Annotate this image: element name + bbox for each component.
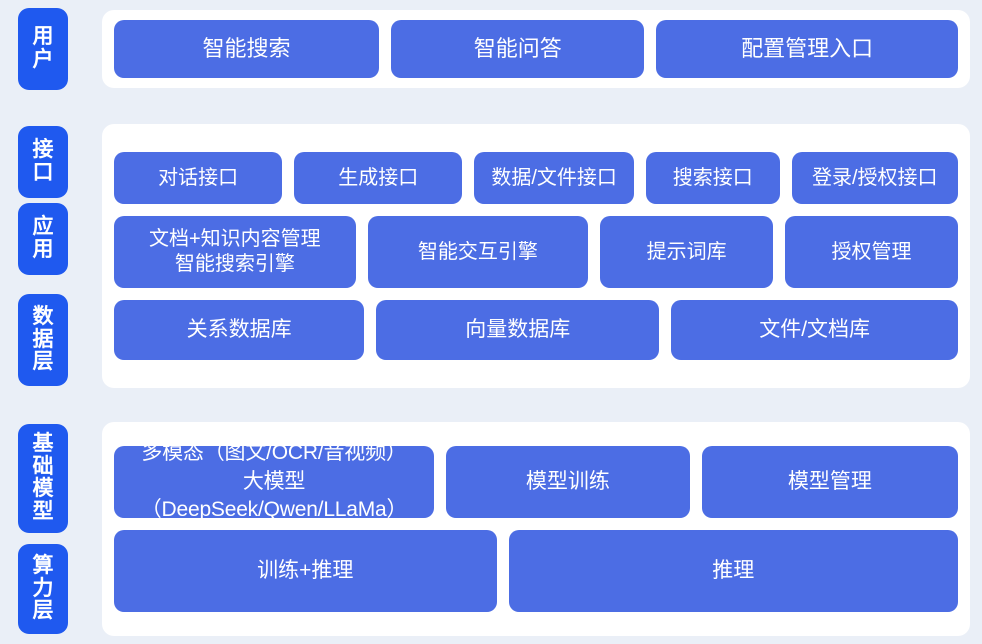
layer-tab-compute[interactable]: 算力层 [18, 543, 68, 634]
panel-infrastructure: 多模态（图文/OCR/音视频） 大模型（DeepSeek/Qwen/LLaMa）… [102, 422, 970, 636]
layer-tab-interface[interactable]: 接口 [18, 126, 68, 198]
row-application: 文档+知识内容管理 智能搜索引擎 智能交互引擎 提示词库 授权管理 [114, 216, 958, 288]
box-data-file-api[interactable]: 数据/文件接口 [474, 152, 634, 204]
layer-tab-application[interactable]: 应用 [18, 203, 68, 275]
box-generation-api[interactable]: 生成接口 [294, 152, 463, 204]
box-file-document-store[interactable]: 文件/文档库 [671, 300, 958, 360]
rail-users: 用户 [0, 0, 96, 98]
row-model: 多模态（图文/OCR/音视频） 大模型（DeepSeek/Qwen/LLaMa）… [114, 441, 958, 521]
box-smart-qa[interactable]: 智能问答 [391, 20, 645, 78]
rail-infrastructure: 基础模型 算力层 [0, 414, 96, 644]
box-smart-interaction-engine[interactable]: 智能交互引擎 [367, 216, 589, 288]
box-model-training[interactable]: 模型训练 [446, 446, 690, 518]
rail-middle: 接口 应用 数据层 [0, 116, 96, 396]
box-login-auth-api[interactable]: 登录/授权接口 [791, 152, 958, 204]
row-compute: 训练+推理 推理 [114, 530, 958, 612]
row-interface: 对话接口 生成接口 数据/文件接口 搜索接口 登录/授权接口 [114, 152, 958, 204]
layer-tab-users-label: 用户 [32, 25, 54, 71]
box-relational-database[interactable]: 关系数据库 [114, 300, 365, 360]
layer-tab-data-label: 数据层 [32, 304, 54, 374]
layer-tab-data[interactable]: 数据层 [18, 294, 68, 386]
layer-tab-foundation-model[interactable]: 基础模型 [18, 424, 68, 533]
box-multimodal-large-model[interactable]: 多模态（图文/OCR/音视频） 大模型（DeepSeek/Qwen/LLaMa） [114, 441, 435, 521]
box-config-management-entry[interactable]: 配置管理入口 [656, 20, 958, 78]
box-training-plus-inference[interactable]: 训练+推理 [114, 530, 497, 612]
layer-tab-compute-label: 算力层 [32, 553, 54, 623]
layer-tab-application-label: 应用 [32, 215, 54, 261]
layer-tab-foundation-model-label: 基础模型 [32, 432, 54, 524]
box-document-knowledge-management[interactable]: 文档+知识内容管理 智能搜索引擎 [114, 216, 356, 288]
box-search-api[interactable]: 搜索接口 [645, 152, 780, 204]
group-users: 用户 智能搜索 智能问答 配置管理入口 [0, 0, 982, 98]
group-infrastructure: 基础模型 算力层 多模态（图文/OCR/音视频） 大模型（DeepSeek/Qw… [0, 414, 982, 644]
row-user-entries: 智能搜索 智能问答 配置管理入口 [114, 20, 958, 78]
box-vector-database[interactable]: 向量数据库 [376, 300, 660, 360]
layer-tab-interface-label: 接口 [32, 138, 54, 184]
layer-tab-users[interactable]: 用户 [18, 8, 68, 90]
box-dialog-api[interactable]: 对话接口 [114, 152, 283, 204]
group-middle: 接口 应用 数据层 对话接口 生成接口 数据/文件接口 搜索接口 登录/授权接口… [0, 116, 982, 396]
box-inference[interactable]: 推理 [508, 530, 958, 612]
box-smart-search[interactable]: 智能搜索 [114, 20, 380, 78]
panel-middle: 对话接口 生成接口 数据/文件接口 搜索接口 登录/授权接口 文档+知识内容管理… [102, 124, 970, 388]
box-model-management[interactable]: 模型管理 [701, 446, 958, 518]
box-prompt-library[interactable]: 提示词库 [600, 216, 774, 288]
box-authorization-management[interactable]: 授权管理 [785, 216, 958, 288]
row-data: 关系数据库 向量数据库 文件/文档库 [114, 300, 958, 360]
panel-users: 智能搜索 智能问答 配置管理入口 [102, 10, 970, 88]
